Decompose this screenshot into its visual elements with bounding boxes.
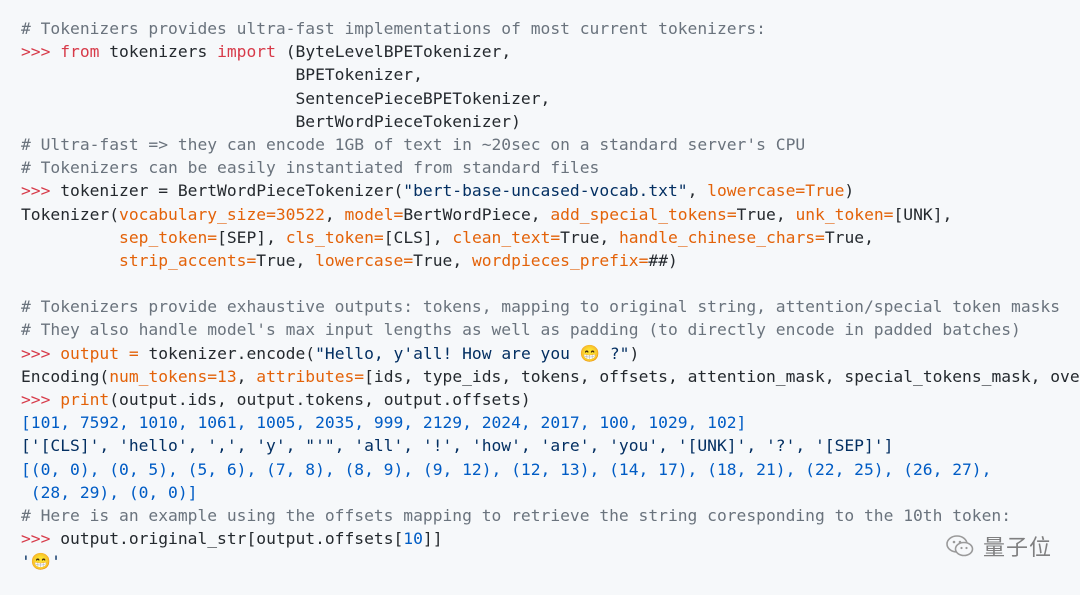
code-token: add_special_tokens=	[550, 204, 737, 224]
code-token: >>>	[21, 343, 61, 363]
code-lines: # Tokenizers provides ultra-fast impleme…	[21, 17, 1080, 574]
code-token: ##)	[648, 250, 678, 270]
code-line: # They also handle model's max input len…	[21, 318, 1080, 341]
code-token: (output.ids, output.tokens, output.offse…	[109, 390, 531, 409]
code-token: (28, 29), (0, 0)]	[21, 482, 198, 502]
code-token: [UNK],	[893, 204, 953, 224]
code-line: >>> tokenizer = BertWordPieceTokenizer("…	[21, 179, 1080, 202]
code-token: ['[CLS]', 'hello', ',', 'y', "'", 'all',…	[21, 436, 894, 456]
code-token: tokenizers	[99, 42, 218, 62]
code-token: [101, 7592, 1010, 1061, 1005, 2035, 999,…	[21, 413, 747, 433]
watermark-text: 量子位	[982, 536, 1052, 561]
code-line: >>> output.original_str[output.offsets[1…	[21, 527, 1080, 550]
code-token: True,	[736, 204, 796, 224]
code-line: >>> from tokenizers import (ByteLevelBPE…	[21, 40, 1080, 63]
code-token: print	[60, 390, 110, 409]
code-token: BPETokenizer,	[21, 65, 423, 85]
code-line: # Tokenizers can be easily instantiated …	[21, 156, 1080, 179]
code-token: Tokenizer(	[21, 204, 120, 224]
code-token: ,	[324, 204, 345, 224]
code-token: wordpieces_prefix=	[471, 250, 649, 270]
code-token: ,	[687, 181, 708, 201]
code-token: BertWordPiece,	[403, 204, 551, 224]
code-line: # Ultra-fast => they can encode 1GB of t…	[21, 133, 1080, 156]
code-token: [SEP],	[217, 227, 286, 247]
code-token: handle_chinese_chars=	[619, 227, 825, 247]
code-token: ,	[236, 366, 257, 386]
code-line: [(0, 0), (0, 5), (5, 6), (7, 8), (8, 9),…	[21, 458, 1080, 481]
code-token: num_tokens=13	[109, 366, 237, 386]
code-token: from	[60, 42, 100, 62]
code-token: output.original_str[output.offsets[	[60, 529, 404, 549]
code-line: >>> output = tokenizer.encode("Hello, y'…	[21, 342, 1080, 365]
code-token: import	[217, 42, 276, 62]
code-token: attributes=	[256, 366, 365, 386]
code-token: [CLS],	[383, 227, 453, 247]
code-token: # Tokenizers can be easily instantiated …	[21, 158, 600, 178]
code-token: clean_text=	[452, 227, 561, 247]
code-line	[21, 272, 1080, 295]
watermark: 量子位	[945, 530, 1052, 562]
code-token: vocabulary_size=30522	[119, 204, 325, 224]
code-token: # Tokenizers provides ultra-fast impleme…	[21, 19, 766, 38]
code-token: >>>	[21, 529, 61, 549]
code-token: True,	[413, 250, 472, 270]
code-token: strip_accents=	[119, 250, 257, 270]
code-token: '😁'	[21, 552, 61, 572]
code-token: lowercase=	[315, 250, 414, 270]
code-token: "bert-base-uncased-vocab.txt"	[403, 181, 688, 201]
code-line: # Tokenizers provide exhaustive outputs:…	[21, 295, 1080, 318]
code-token: True,	[560, 227, 619, 247]
code-token: True,	[824, 227, 874, 247]
code-token: tokenizer = BertWordPieceTokenizer(	[60, 181, 404, 201]
code-token: [ids, type_ids, tokens, offsets, attenti…	[364, 366, 1080, 386]
code-line: strip_accents=True, lowercase=True, word…	[21, 249, 1080, 272]
code-token: unk_token=	[795, 204, 894, 224]
code-token: >>>	[21, 42, 61, 62]
code-line: '😁'	[21, 550, 1080, 573]
code-token: )	[629, 343, 640, 363]
code-line: [101, 7592, 1010, 1061, 1005, 2035, 999,…	[21, 411, 1080, 434]
code-line: (28, 29), (0, 0)]	[21, 481, 1080, 504]
code-token: SentencePieceBPETokenizer,	[21, 88, 551, 108]
code-token: (ByteLevelBPETokenizer,	[275, 42, 512, 62]
code-token: >>>	[21, 181, 61, 201]
code-line: Tokenizer(vocabulary_size=30522, model=B…	[21, 203, 1080, 226]
code-token: )	[844, 181, 855, 201]
code-line: SentencePieceBPETokenizer,	[21, 87, 1080, 110]
code-token: # Ultra-fast => they can encode 1GB of t…	[21, 134, 806, 154]
code-line: BertWordPieceTokenizer)	[21, 110, 1080, 133]
code-token: >>>	[21, 390, 61, 409]
code-token: # They also handle model's max input len…	[21, 320, 1021, 340]
code-token	[21, 228, 119, 247]
code-token	[21, 251, 119, 270]
code-line: >>> print(output.ids, output.tokens, out…	[21, 388, 1080, 411]
code-token: sep_token=	[119, 227, 218, 247]
code-line: Encoding(num_tokens=13, attributes=[ids,…	[21, 365, 1080, 388]
code-token: model=	[344, 204, 404, 224]
code-token: lowercase=True	[707, 181, 845, 201]
code-token: # Here is an example using the offsets m…	[21, 505, 1012, 525]
code-token: True,	[256, 250, 316, 270]
code-line: BPETokenizer,	[21, 63, 1080, 86]
code-line: # Here is an example using the offsets m…	[21, 504, 1080, 527]
code-token: BertWordPieceTokenizer)	[21, 111, 521, 131]
code-token: tokenizer.encode(	[148, 343, 316, 363]
code-token: output =	[60, 343, 149, 363]
code-token: "Hello, y'all! How are you 😁 ?"	[315, 343, 630, 363]
code-token: # Tokenizers provide exhaustive outputs:…	[21, 297, 1061, 317]
code-line: # Tokenizers provides ultra-fast impleme…	[21, 17, 1080, 40]
code-token: ]]	[422, 529, 443, 549]
code-line: sep_token=[SEP], cls_token=[CLS], clean_…	[21, 226, 1080, 249]
code-token: [(0, 0), (0, 5), (5, 6), (7, 8), (8, 9),…	[21, 459, 992, 479]
wechat-icon	[946, 535, 974, 557]
code-line: ['[CLS]', 'hello', ',', 'y', "'", 'all',…	[21, 434, 1080, 457]
code-token: 10	[403, 529, 423, 549]
code-token: Encoding(	[21, 366, 110, 386]
code-token: cls_token=	[285, 227, 384, 247]
